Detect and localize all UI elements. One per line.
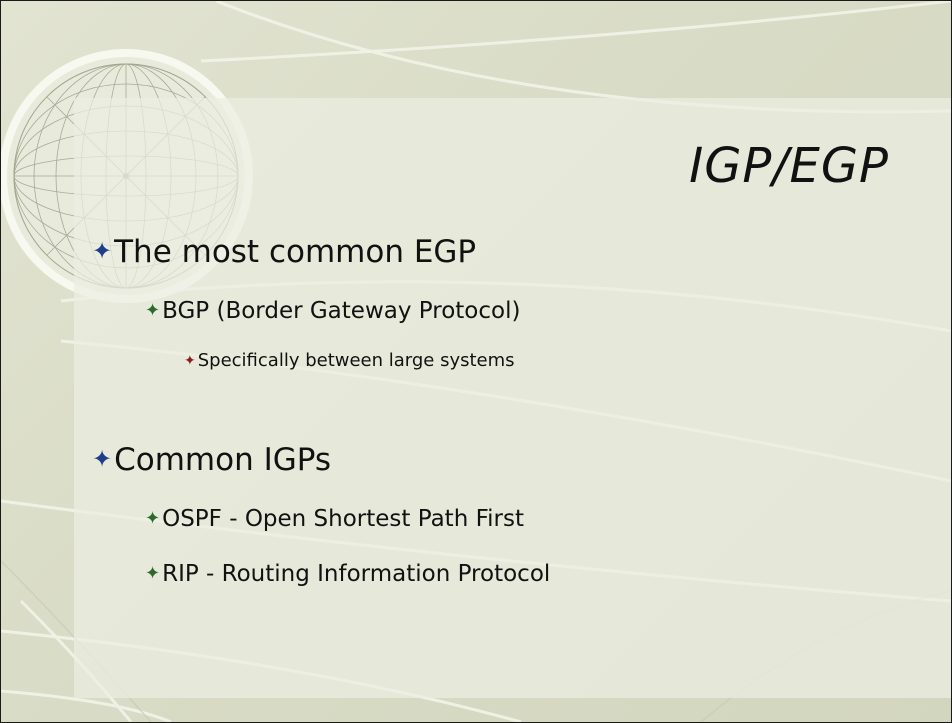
content-panel [74,98,951,698]
four-point-star-icon: ✦ [92,445,113,473]
four-point-star-icon: ✦ [145,300,161,321]
bullet-text: Specifically between large systems [197,350,515,371]
bullet-text: The most common EGP [114,234,477,270]
bullet-level1: ✦Common IGPs [92,442,331,478]
bullet-text: BGP (Border Gateway Protocol) [162,298,521,324]
bullet-level2: ✦BGP (Border Gateway Protocol) [145,298,520,324]
four-point-star-icon: ✦ [145,563,161,584]
bullet-text: RIP - Routing Information Protocol [162,561,551,587]
bullet-level1: ✦The most common EGP [92,234,476,270]
slide-title: IGP/EGP [689,138,889,194]
bullet-level2: ✦RIP - Routing Information Protocol [145,561,550,587]
four-point-star-icon: ✦ [92,237,113,265]
four-point-star-icon: ✦ [184,353,196,369]
bullet-text: OSPF - Open Shortest Path First [162,506,524,532]
bullet-level3: ✦Specifically between large systems [184,350,515,371]
four-point-star-icon: ✦ [145,508,161,529]
bullet-level2: ✦OSPF - Open Shortest Path First [145,506,524,532]
bullet-text: Common IGPs [114,442,332,478]
